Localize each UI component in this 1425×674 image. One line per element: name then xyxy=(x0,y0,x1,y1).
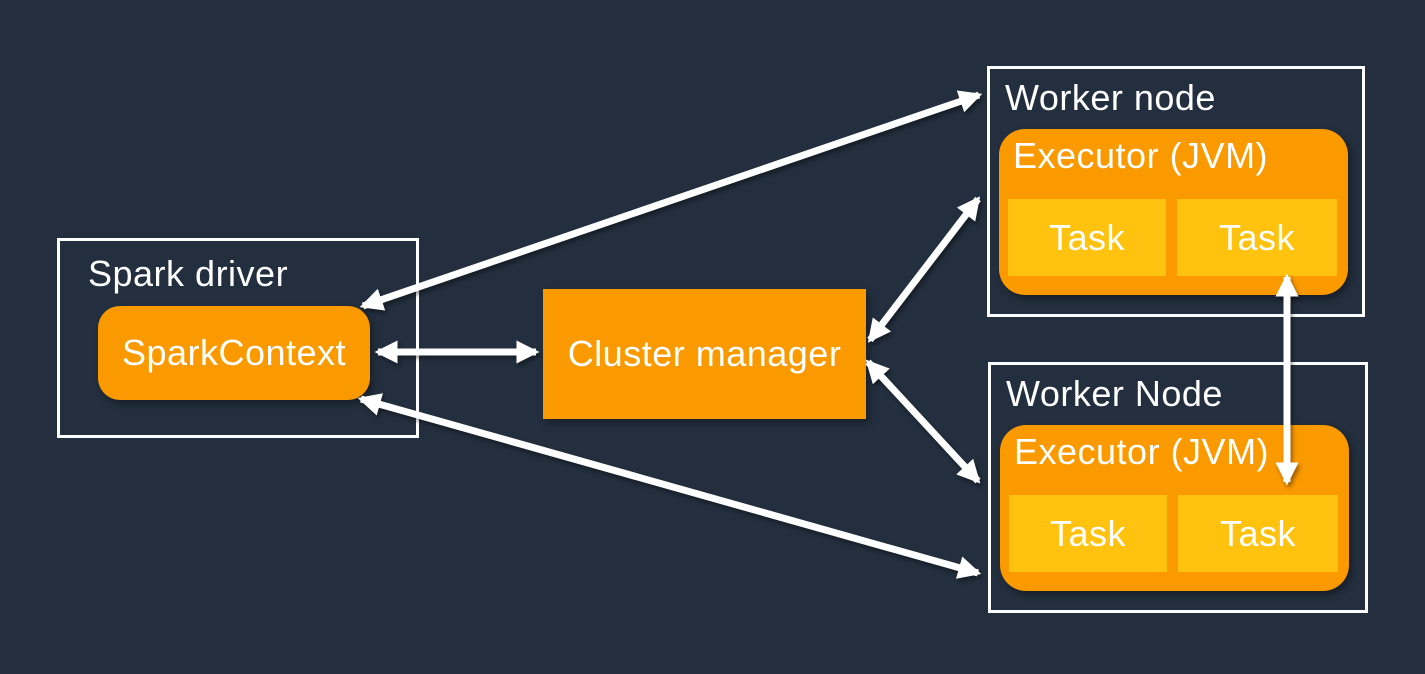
worker-node-1-task-1: Task xyxy=(1008,199,1166,276)
worker-node-2-task-2: Task xyxy=(1178,495,1338,572)
task-label: Task xyxy=(1219,512,1297,554)
arrow-clustermanager-workernode2 xyxy=(865,359,981,484)
arrow-sparkcontext-workernode2 xyxy=(357,393,982,579)
worker-node-2-task-1: Task xyxy=(1009,495,1167,572)
worker-node-2-box: Worker Node Executor (JVM) Task Task xyxy=(988,362,1368,613)
worker-node-1-label: Worker node xyxy=(1005,77,1216,118)
task-label: Task xyxy=(1049,512,1127,554)
spark-driver-box: Spark driver SparkContext xyxy=(57,238,419,438)
spark-context-label: SparkContext xyxy=(121,332,347,373)
spark-driver-label: Spark driver xyxy=(88,253,289,294)
worker-node-2-label: Worker Node xyxy=(1006,373,1223,414)
spark-context-box: SparkContext xyxy=(98,306,370,400)
worker-node-1-task-2: Task xyxy=(1177,199,1337,276)
arrow-sparkcontext-workernode1 xyxy=(359,90,983,311)
task-label: Task xyxy=(1048,216,1126,258)
worker-node-1-box: Worker node Executor (JVM) Task Task xyxy=(987,66,1365,317)
worker-node-1-executor-box: Executor (JVM) Task Task xyxy=(999,129,1348,295)
task-label: Task xyxy=(1218,216,1296,258)
arrow-clustermanager-workernode1 xyxy=(867,196,981,343)
cluster-manager-box: Cluster manager xyxy=(543,289,866,419)
worker-node-2-executor-label: Executor (JVM) xyxy=(1014,431,1270,472)
cluster-manager-label: Cluster manager xyxy=(567,333,842,374)
worker-node-2-executor-box: Executor (JVM) Task Task xyxy=(1000,425,1349,591)
worker-node-1-executor-label: Executor (JVM) xyxy=(1013,135,1269,176)
